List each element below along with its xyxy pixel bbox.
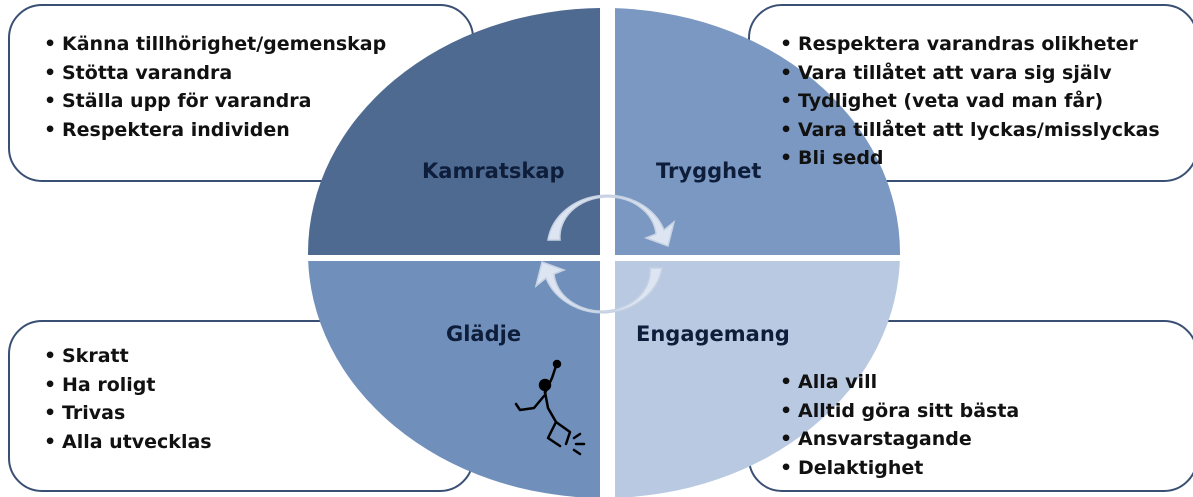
label-engagemang: Engagemang [636, 322, 790, 346]
list-item: Alltid göra sitt bästa [780, 397, 1019, 426]
list-item: Alla vill [780, 368, 1019, 397]
quadrant-gladje [308, 261, 600, 497]
list-trygghet: Respektera varandras olikheter Vara till… [780, 30, 1160, 173]
label-kamratskap: Kamratskap [422, 159, 565, 183]
list-item: Bli sedd [780, 144, 1160, 173]
list-item: Alla utvecklas [44, 428, 212, 457]
cheering-figure-icon [514, 359, 586, 456]
list-item: Ställa upp för varandra [44, 87, 386, 116]
list-item: Respektera varandras olikheter [780, 30, 1160, 59]
list-item: Delaktighet [780, 454, 1019, 483]
list-kamratskap: Känna tillhörighet/gemenskap Stötta vara… [44, 30, 386, 144]
list-item: Stötta varandra [44, 59, 386, 88]
list-item: Ansvarstagande [780, 425, 1019, 454]
label-trygghet: Trygghet [656, 159, 762, 183]
list-item: Skratt [44, 342, 212, 371]
quadrant-kamratskap [308, 8, 600, 255]
list-item: Tydlighet (veta vad man får) [780, 87, 1160, 116]
quadrant-engagemang [615, 261, 900, 497]
label-gladje: Glädje [446, 322, 522, 346]
list-item: Känna tillhörighet/gemenskap [44, 30, 386, 59]
list-item: Respektera individen [44, 116, 386, 145]
list-item: Trivas [44, 399, 212, 428]
list-item: Vara tillåtet att lyckas/misslyckas [780, 116, 1160, 145]
circular-arrows-icon [534, 194, 676, 314]
list-engagemang: Alla vill Alltid göra sitt bästa Ansvars… [780, 368, 1019, 482]
quadrant-trygghet [615, 8, 900, 255]
list-gladje: Skratt Ha roligt Trivas Alla utvecklas [44, 342, 212, 456]
list-item: Vara tillåtet att vara sig själv [780, 59, 1160, 88]
list-item: Ha roligt [44, 371, 212, 400]
